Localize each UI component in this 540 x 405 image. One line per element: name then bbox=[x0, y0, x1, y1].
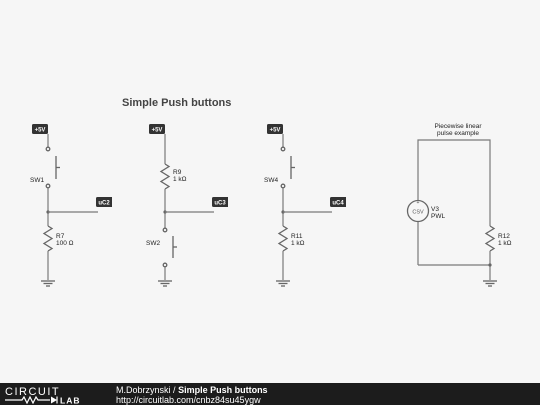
svg-text:uC4: uC4 bbox=[332, 201, 344, 207]
output-tag: uC2 bbox=[94, 197, 112, 212]
circuit-1: +5V SW1 uC2 R7 100 Ω bbox=[30, 124, 112, 287]
logo-diode-mark bbox=[51, 396, 57, 404]
svg-text:+5V: +5V bbox=[35, 128, 46, 134]
author-line: M.Dobrzynski / Simple Push buttons bbox=[116, 385, 268, 395]
output-tag: uC4 bbox=[328, 197, 346, 212]
schematic-svg: Simple Push buttons +5V SW1 uC2 R7 100 Ω bbox=[30, 97, 512, 287]
source-symbol-text: CSV bbox=[412, 210, 424, 216]
switch-label: SW2 bbox=[146, 240, 160, 247]
source-type: PWL bbox=[431, 213, 445, 220]
circuit-3: +5V SW4 uC4 R11 1 kΩ bbox=[264, 124, 346, 287]
svg-text:+: + bbox=[417, 200, 420, 206]
supply-tag: +5V bbox=[267, 124, 283, 134]
resistor-value: 1 kΩ bbox=[498, 240, 512, 247]
pwl-circuit: Piecewise linear pulse example CSV + V3 … bbox=[406, 123, 512, 287]
push-button-switch bbox=[45, 146, 60, 189]
logo-bottom-text: LAB bbox=[60, 396, 80, 405]
ground-symbol bbox=[41, 280, 55, 287]
switch-label: SW1 bbox=[30, 177, 44, 184]
separator: / bbox=[173, 385, 176, 395]
supply-tag: +5V bbox=[149, 124, 165, 134]
author-name[interactable]: M.Dobrzynski bbox=[116, 385, 171, 395]
schematic-title: Simple Push buttons bbox=[122, 97, 231, 109]
resistor-label: R12 bbox=[498, 233, 510, 240]
source-label: V3 bbox=[431, 206, 439, 213]
ground-symbol bbox=[276, 280, 290, 287]
pwl-note-line1: Piecewise linear bbox=[435, 123, 483, 130]
resistor-label: R11 bbox=[291, 233, 303, 240]
resistor-label: R7 bbox=[56, 233, 65, 240]
ground-symbol bbox=[483, 280, 497, 287]
schematic-canvas: Simple Push buttons +5V SW1 uC2 R7 100 Ω bbox=[30, 97, 512, 287]
resistor-label: R9 bbox=[173, 169, 182, 176]
circuitlab-logo[interactable]: CIRCUIT LAB bbox=[4, 385, 112, 404]
svg-text:uC3: uC3 bbox=[214, 201, 226, 207]
circuit-2: +5V R9 1 kΩ uC3 SW2 bbox=[146, 124, 228, 287]
svg-text:+5V: +5V bbox=[152, 128, 163, 134]
project-name[interactable]: Simple Push buttons bbox=[178, 385, 268, 395]
supply-tag: +5V bbox=[32, 124, 48, 134]
push-button-switch bbox=[162, 227, 177, 268]
resistor-value: 1 kΩ bbox=[173, 176, 187, 183]
logo-top-text: CIRCUIT bbox=[5, 386, 60, 398]
logo-resistor-mark bbox=[5, 395, 50, 404]
switch-label: SW4 bbox=[264, 177, 278, 184]
footer-bar: CIRCUIT LAB M.Dobrzynski / Simple Push b… bbox=[0, 383, 540, 405]
ground-symbol bbox=[158, 280, 172, 287]
push-button-switch bbox=[280, 146, 295, 189]
svg-text:uC2: uC2 bbox=[98, 201, 110, 207]
resistor-value: 1 kΩ bbox=[291, 240, 305, 247]
output-tag: uC3 bbox=[210, 197, 228, 212]
svg-text:+5V: +5V bbox=[270, 128, 281, 134]
pwl-voltage-source: CSV + bbox=[406, 199, 430, 223]
project-url[interactable]: http://circuitlab.com/cnbz84su45ygw bbox=[116, 395, 261, 405]
pwl-note-line2: pulse example bbox=[437, 130, 479, 137]
resistor-value: 100 Ω bbox=[56, 240, 74, 247]
